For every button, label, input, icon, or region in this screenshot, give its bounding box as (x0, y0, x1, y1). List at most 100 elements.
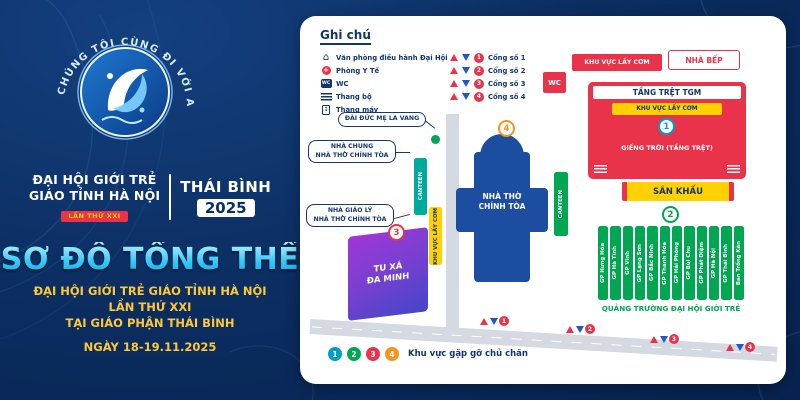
legend-gate-2: 2 Cổng số 2 (450, 65, 526, 76)
map-gate-4: 4 (726, 342, 755, 352)
subtitle-line2: LẦN THỨ XXI (108, 300, 192, 314)
callout-connector (394, 213, 410, 220)
legend-item-medical: + Phòng Y Tế (321, 66, 380, 75)
gate-number-badge: 2 (474, 65, 484, 76)
gate-triangle-red-icon (450, 93, 458, 100)
meet-point-3: 3 (388, 224, 405, 241)
meal-pickup-bar: KHU VỰC LẤY CƠM (429, 207, 442, 265)
event-name-block: ĐẠI HỘI GIỚI TRẺ GIÁO TỈNH HÀ NỘI LẦN TH… (0, 172, 300, 222)
square-label: QUẢNG TRƯỜNG ĐẠI HỘI GIỚI TRẺ (601, 304, 741, 313)
host-place: THÁI BÌNH (180, 177, 272, 196)
gate-triangle-red-icon (726, 343, 734, 351)
wc-icon: WC (320, 79, 332, 88)
gate-number-badge: 3 (474, 78, 484, 89)
diocese-bar: GP Hà Tĩnh (610, 226, 621, 300)
event-name-line2: GIÁO TỈNH HÀ NỘI (28, 187, 161, 203)
office-icon: ⌂ (322, 51, 330, 63)
gate-triangle-blue-icon (462, 93, 470, 100)
vertical-divider (169, 174, 172, 221)
legend-title: Ghi chú (320, 28, 371, 45)
map-tgm-ground-floor: TẦNG TRỆT TGM KHU VỰC LẤY CƠM 1 GIẾNG TR… (588, 82, 746, 179)
tgm-title: TẦNG TRỆT TGM (593, 86, 741, 99)
callout-catechism-house: NHÀ GIÁO LÝ NHÀ THỜ CHÍNH TÒA (306, 204, 394, 227)
diocese-bar: GP Hưng Hóa (598, 226, 609, 300)
tgm-skylight-label: GIẾNG TRỜI (TẦNG TRỆT) (621, 144, 713, 152)
diocese-bar: GP Lạng Sơn (634, 226, 646, 300)
gate-triangle-blue-icon (462, 67, 470, 74)
callout-common-house: NHÀ CHUNG NHÀ THỜ CHÍNH TÒA (308, 140, 396, 163)
diocese-bar: GP Thanh Hóa (659, 226, 670, 300)
map-gate-3: 3 (650, 334, 679, 344)
gate-triangle-blue-icon (462, 54, 470, 61)
legend-gate-1: 1 Cổng số 1 (450, 52, 526, 63)
gate-triangle-red-icon (450, 54, 458, 61)
event-date: NGÀY 18-19.11.2025 (83, 340, 217, 354)
meet-point-4: 4 (498, 120, 515, 137)
stairs-icon (727, 165, 740, 174)
stairs-icon (594, 165, 607, 174)
medical-icon: + (321, 66, 331, 75)
meet-point-badge-1: 1 (328, 347, 342, 361)
gate-number-badge: 4 (474, 91, 484, 102)
gate-triangle-blue-icon (735, 343, 744, 351)
event-year: 2025 (196, 198, 255, 217)
site-map-panel: Ghi chú ⌂ Văn phòng điều hành Đại Hội + … (300, 16, 786, 384)
cathedral-nave (474, 152, 530, 282)
bubble-2-icon (139, 107, 145, 113)
edition-badge: LẦN THỨ XXI (61, 210, 128, 222)
event-name-line1: ĐẠI HỘI GIỚI TRẺ (32, 172, 157, 187)
lavang-shrine-dot (431, 135, 440, 144)
meet-points-legend: 1 2 3 4 Khu vực gặp gỡ chủ chăn (328, 347, 528, 361)
diocese-bar: GP Bùi Chu (684, 226, 695, 300)
callout-lavang-shrine: ĐÀI ĐỨC MẸ LA VANG (338, 112, 426, 127)
meet-legend-label: Khu vực gặp gỡ chủ chăn (408, 349, 528, 359)
meet-point-badge-4: 4 (385, 347, 399, 361)
diocese-bar: GP Hà Nội (708, 226, 720, 300)
meet-point-1: 1 (658, 118, 675, 135)
gate-triangle-red-icon (450, 80, 458, 87)
diocese-bar: GP Thái Bình (721, 226, 732, 300)
gate-triangle-blue-icon (659, 335, 668, 343)
subtitle-line3: TẠI GIÁO PHẬN THÁI BÌNH (65, 316, 235, 330)
meet-point-badge-3: 3 (366, 347, 380, 361)
legend-item-stairs: Thang bộ (320, 91, 372, 102)
bubble-icon (107, 73, 113, 79)
tgm-meal-strip: KHU VỰC LẤY CƠM (612, 103, 722, 115)
diocese-bar: GP Vinh (622, 226, 633, 300)
gate-triangle-blue-icon (489, 317, 498, 325)
map-wc-block: WC (543, 72, 566, 93)
map-gate-2: 2 (566, 324, 595, 334)
gate-triangle-blue-icon (462, 80, 470, 87)
meet-point-badge-2: 2 (347, 347, 361, 361)
legend-item-office: ⌂ Văn phòng điều hành Đại Hội (322, 51, 448, 63)
gate-triangle-red-icon (650, 335, 658, 343)
callout-connector (424, 120, 436, 129)
diocese-bar: GP Bắc Ninh (647, 226, 658, 300)
diocese-bar: GP Phát Diệm (696, 226, 707, 300)
map-cathedral: NHÀ THỜ CHÍNH TÒA (456, 134, 548, 284)
map-monastery-block: TU XÁ ĐA MINH (348, 227, 428, 321)
stairs-icon (320, 92, 332, 101)
poster-subtitles: ĐẠI HỘI GIỚI TRẺ GIÁO TỈNH HÀ NỘI LẦN TH… (0, 283, 300, 355)
gate-triangle-red-icon (566, 325, 574, 333)
diocese-bars: GP Hưng Hóa GP Hà Tĩnh GP Vinh GP Lạng S… (598, 226, 744, 300)
map-kitchen-block: NHÀ BẾP (668, 50, 740, 70)
gate-number-badge: 1 (474, 52, 484, 63)
diocese-bar: Ban Trống Kèn (733, 226, 744, 300)
callout-connector (396, 152, 410, 154)
road-vertical (446, 114, 459, 328)
elevator-icon: ↕ (322, 104, 330, 115)
legend-item-wc: WC WC (320, 79, 349, 88)
fish-shape-2-icon (114, 74, 147, 113)
meet-point-2: 2 (662, 206, 679, 223)
fish-shape-icon (107, 68, 148, 111)
diocese-bar: GP Hải Phòng (671, 226, 683, 300)
canteen-bar-2: CANTEEN (414, 158, 427, 215)
subtitle-line1: ĐẠI HỘI GIỚI TRẺ GIÁO TỈNH HÀ NỘI (33, 284, 267, 298)
legend-gate-4: 4 Cổng số 4 (450, 91, 526, 102)
map-meal-area-top: KHU VỰC LẤY CƠM (572, 54, 662, 71)
gate-triangle-red-icon (480, 317, 488, 325)
canteen-bar: CANTEEN (554, 172, 568, 236)
logo-ring (77, 44, 173, 140)
